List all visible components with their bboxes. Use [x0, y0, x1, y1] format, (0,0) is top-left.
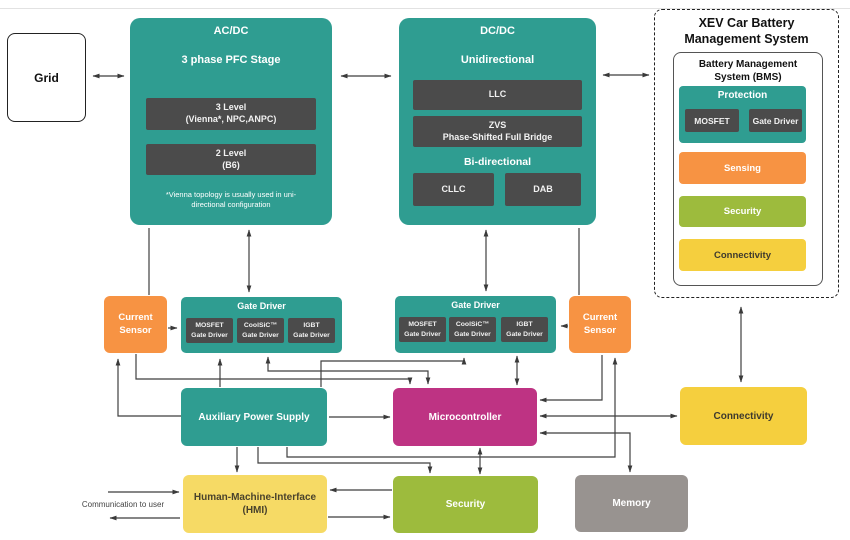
right-current-sensor-box: Current Sensor — [569, 296, 631, 353]
acdc-3level-line1: 3 Level — [215, 102, 247, 113]
bms-gate-driver-label: Gate Driver — [752, 115, 799, 126]
dcdc-dab-box: DAB — [505, 173, 581, 206]
acdc-3level-line2: (Vienna*, NPC,ANPC) — [185, 114, 277, 124]
security-box: Security — [393, 476, 538, 533]
bms-security-label: Security — [723, 206, 762, 217]
arrow-mcu-left-gate-driver — [265, 356, 431, 385]
top-divider — [0, 8, 850, 9]
left-mosfet-gd-line2: Gate Driver — [191, 331, 228, 339]
arrow-aux-right-current-sensor — [286, 357, 618, 458]
left-coolsic-gate-driver-box: CoolSiC™ Gate Driver — [237, 318, 284, 343]
hmi-line1: Human-Machine-Interface — [193, 491, 317, 503]
dcdc-title: DC/DC — [480, 25, 515, 37]
right-gate-driver-title: Gate Driver — [451, 300, 500, 310]
bms-gate-driver-box: Gate Driver — [749, 109, 802, 132]
dcdc-zvs-box: ZVS Phase-Shifted Full Bridge — [413, 116, 582, 147]
bms-protection-label: Protection — [717, 90, 768, 101]
acdc-subtitle: 3 phase PFC Stage — [181, 54, 281, 66]
bms-mosfet-box: MOSFET — [685, 109, 739, 132]
bms-connectivity-label: Connectivity — [713, 249, 771, 261]
dcdc-unidirectional-label: Unidirectional — [460, 54, 535, 66]
arrow-aux-left-current-sensor — [115, 358, 182, 417]
connectivity-box: Connectivity — [680, 387, 807, 445]
arrow-right-sensor-mcu — [539, 355, 603, 403]
xev-title-line1: XEV Car Battery — [698, 16, 795, 30]
dcdc-block: DC/DC Unidirectional LLC ZVS Phase-Shift… — [399, 18, 596, 225]
right-igbt-gate-driver-box: IGBT Gate Driver — [501, 317, 548, 342]
arrow-mcu-memory — [539, 430, 633, 473]
left-igbt-gd-line1: IGBT — [303, 322, 320, 330]
left-mosfet-gd-line1: MOSFET — [195, 322, 224, 330]
xev-title: XEV Car Battery Management System — [655, 16, 838, 47]
arrow-aux-security — [257, 447, 433, 474]
bms-title: Battery Management System (BMS) — [674, 58, 822, 84]
grid-label: Grid — [34, 70, 59, 85]
acdc-title: AC/DC — [213, 25, 249, 37]
acdc-2level-line1: 2 Level — [215, 147, 247, 158]
arrow-aux-right-gate-driver — [320, 357, 467, 387]
right-coolsic-gd-line2: Gate Driver — [454, 330, 491, 338]
bms-mosfet-label: MOSFET — [694, 115, 730, 126]
left-coolsic-gd-line1: CoolSiC™ — [243, 322, 278, 330]
left-gate-driver-title: Gate Driver — [237, 301, 286, 311]
left-gate-driver-block: Gate Driver MOSFET Gate Driver CoolSiC™ … — [181, 297, 342, 353]
left-current-sensor-label: Current Sensor — [118, 311, 153, 336]
left-igbt-gate-driver-box: IGBT Gate Driver — [288, 318, 335, 343]
right-igbt-gd-line2: Gate Driver — [506, 330, 543, 338]
acdc-footnote-line2: directional configuration — [191, 200, 271, 210]
acdc-block: AC/DC 3 phase PFC Stage 3 Level (Vienna*… — [130, 18, 332, 225]
right-mosfet-gd-line2: Gate Driver — [404, 330, 441, 338]
dcdc-zvs-line2: Phase-Shifted Full Bridge — [442, 131, 553, 142]
arrow-left-sensor-mcu — [135, 354, 413, 385]
aux-power-supply-box: Auxiliary Power Supply — [181, 388, 327, 446]
connectivity-label: Connectivity — [713, 410, 774, 422]
right-mosfet-gd-line1: MOSFET — [408, 321, 437, 329]
bms-protection-box: Protection MOSFET Gate Driver — [679, 86, 806, 143]
xev-title-line2: Management System — [684, 31, 809, 46]
aux-power-supply-label: Auxiliary Power Supply — [198, 411, 310, 423]
bms-security-box: Security — [679, 196, 806, 227]
memory-label: Memory — [612, 498, 651, 509]
acdc-3level-box: 3 Level (Vienna*, NPC,ANPC) — [146, 98, 316, 130]
acdc-2level-box: 2 Level (B6) — [146, 144, 316, 175]
left-coolsic-gd-line2: Gate Driver — [242, 331, 279, 339]
hmi-box: Human-Machine-Interface (HMI) — [183, 475, 327, 533]
bms-sensing-label: Sensing — [724, 162, 761, 174]
right-gate-driver-block: Gate Driver MOSFET Gate Driver CoolSiC™ … — [395, 296, 556, 353]
communication-to-user-label: Communication to user — [81, 500, 165, 509]
bms-connectivity-box: Connectivity — [679, 239, 806, 271]
dcdc-dab-label: DAB — [533, 183, 553, 194]
xev-panel: XEV Car Battery Management System Batter… — [654, 9, 839, 298]
grid-box: Grid — [7, 33, 86, 122]
dcdc-llc-box: LLC — [413, 80, 582, 110]
acdc-footnote-line1: *Vienna topology is usually used in uni- — [165, 190, 297, 199]
bms-title-line2: System (BMS) — [714, 72, 782, 83]
memory-box: Memory — [575, 475, 688, 532]
dcdc-cllc-label: CLLC — [441, 183, 466, 194]
right-current-sensor-label: Current Sensor — [582, 311, 618, 336]
left-current-sensor-box: Current Sensor — [104, 296, 167, 353]
right-igbt-gd-line1: IGBT — [516, 321, 533, 329]
bms-title-line1: Battery Management — [698, 59, 798, 70]
acdc-2level-line2: (B6) — [222, 159, 240, 170]
bms-box: Battery Management System (BMS) Protecti… — [673, 52, 823, 286]
hmi-line2: (HMI) — [242, 505, 268, 516]
microcontroller-box: Microcontroller — [393, 388, 537, 446]
microcontroller-label: Microcontroller — [428, 411, 502, 423]
dcdc-cllc-box: CLLC — [413, 173, 494, 206]
acdc-footnote: *Vienna topology is usually used in uni-… — [140, 190, 322, 210]
dcdc-zvs-line1: ZVS — [488, 119, 507, 130]
right-coolsic-gd-line1: CoolSiC™ — [455, 321, 490, 329]
right-mosfet-gate-driver-box: MOSFET Gate Driver — [399, 317, 446, 342]
left-mosfet-gate-driver-box: MOSFET Gate Driver — [186, 318, 233, 343]
dcdc-bidirectional-label: Bi-directional — [463, 156, 532, 168]
bms-sensing-box: Sensing — [679, 152, 806, 184]
right-coolsic-gate-driver-box: CoolSiC™ Gate Driver — [449, 317, 496, 342]
security-label: Security — [445, 499, 486, 510]
left-igbt-gd-line2: Gate Driver — [293, 331, 330, 339]
dcdc-llc-label: LLC — [488, 89, 507, 100]
